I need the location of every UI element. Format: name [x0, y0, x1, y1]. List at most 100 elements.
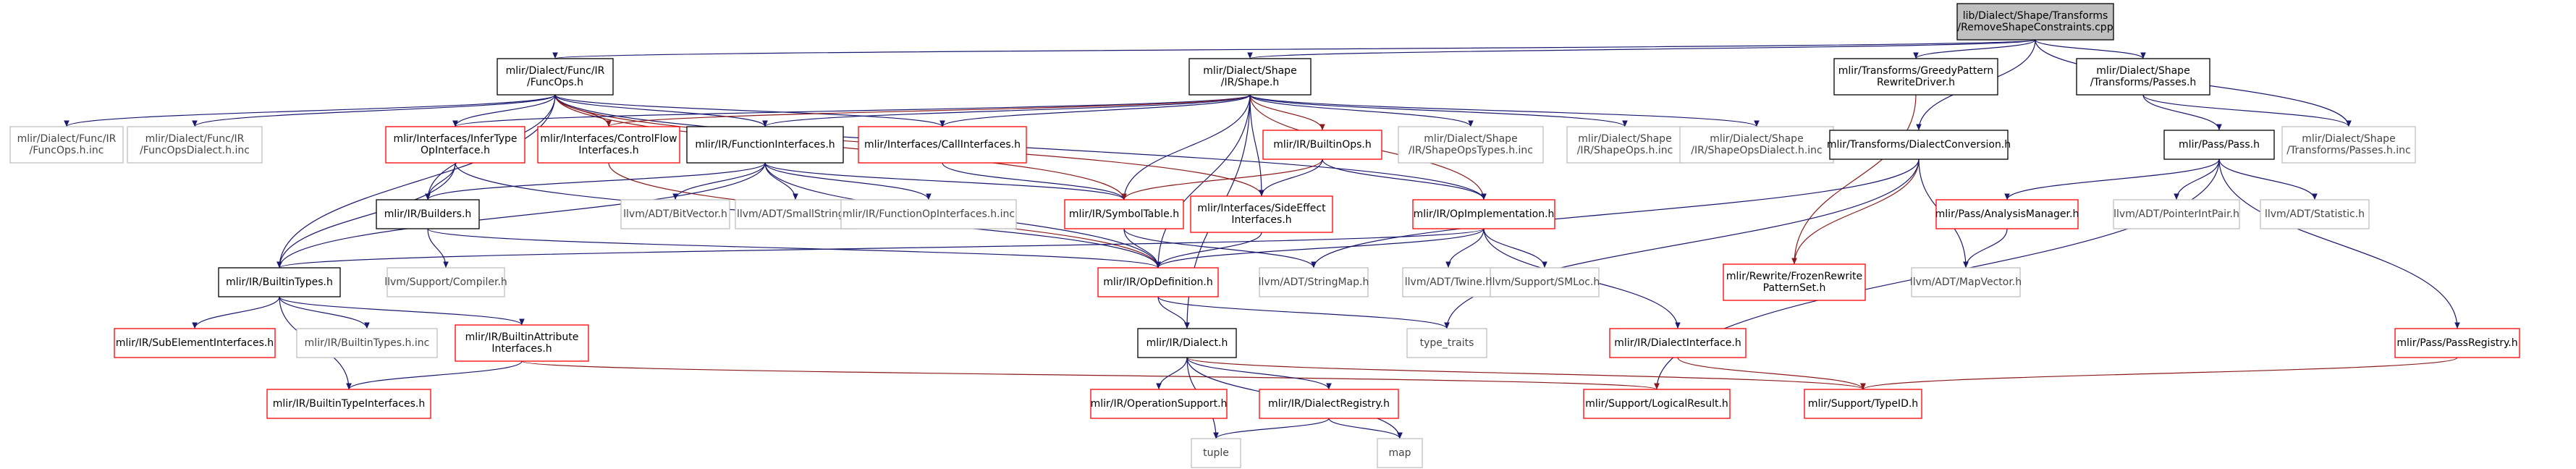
edge-builders-to-compiler	[427, 228, 449, 269]
node-pointerintpair[interactable]: llvm/ADT/PointerIntPair.h	[2113, 199, 2240, 229]
node-funcopinterfaces[interactable]: mlir/IR/FunctionOpInterfaces.h.inc	[840, 199, 1017, 229]
node-label: mlir/Interfaces/InferType	[393, 133, 517, 145]
node-stringmap[interactable]: llvm/ADT/StringMap.h	[1259, 267, 1369, 297]
edge-builtintypes-to-builtintypesinc	[279, 296, 370, 329]
edge-shapeh-to-shapeopstypes	[1249, 94, 1474, 127]
node-label: type_traits	[1420, 337, 1474, 349]
node-shapeopsdialect[interactable]: mlir/Dialect/Shape/IR/ShapeOpsDialect.h.…	[1679, 126, 1834, 164]
node-box	[1097, 267, 1219, 297]
node-label: mlir/IR/BuiltinOps.h	[1273, 139, 1372, 151]
node-builtintypesinc[interactable]: mlir/IR/BuiltinTypes.h.inc	[296, 328, 438, 358]
node-funcopsdialect[interactable]: mlir/Dialect/Func/IR/FuncOpsDialect.h.in…	[127, 126, 263, 164]
edge-passes-to-passesinc	[2142, 94, 2352, 127]
node-smloc[interactable]: llvm/Support/SMLoc.h	[1490, 267, 1600, 297]
edge-funcinterfaces-to-bitvector	[672, 162, 766, 200]
node-passh[interactable]: mlir/Pass/Pass.h	[2163, 130, 2275, 160]
node-label: PatternSet.h	[1763, 282, 1826, 294]
node-dialectregistry[interactable]: mlir/IR/DialectRegistry.h	[1259, 389, 1399, 419]
node-box	[1679, 126, 1834, 164]
node-tuple[interactable]: tuple	[1191, 438, 1241, 468]
node-symboltable[interactable]: mlir/IR/SymbolTable.h	[1064, 199, 1184, 229]
edge-dialecth-to-typeid	[1186, 357, 1866, 390]
node-shapeopstypes[interactable]: mlir/Dialect/Shape/IR/ShapeOpsTypes.h.in…	[1398, 126, 1544, 164]
edge-passh-to-statistic	[2218, 159, 2318, 200]
node-builders[interactable]: mlir/IR/Builders.h	[376, 199, 480, 229]
node-label: mlir/IR/BuiltinTypes.h.inc	[305, 337, 430, 349]
node-box	[385, 126, 525, 164]
node-label: /RemoveShapeConstraints.cpp	[1957, 22, 2113, 33]
nodes: lib/Dialect/Shape/Transforms/RemoveShape…	[9, 3, 2520, 468]
node-box	[1191, 438, 1241, 468]
node-dialectconv[interactable]: mlir/Transforms/DialectConversion.h	[1827, 130, 2011, 160]
node-shapeopsinc[interactable]: mlir/Dialect/Shape/IR/ShapeOps.h.inc	[1566, 126, 1684, 164]
edge-shapeh-to-infertype	[452, 94, 1251, 127]
node-passregistry[interactable]: mlir/Pass/PassRegistry.h	[2394, 328, 2520, 358]
node-label: lib/Dialect/Shape/Transforms	[1963, 10, 2108, 22]
edge-shapeh-to-controlflow	[606, 94, 1251, 127]
node-typeid[interactable]: mlir/Support/TypeID.h	[1804, 389, 1922, 419]
node-box	[1583, 389, 1731, 419]
node-logicalresult[interactable]: mlir/Support/LogicalResult.h	[1583, 389, 1731, 419]
node-label: mlir/IR/FunctionInterfaces.h	[695, 139, 835, 151]
node-label: llvm/ADT/PointerIntPair.h	[2113, 208, 2239, 220]
node-box	[2113, 199, 2240, 229]
node-shapeh[interactable]: mlir/Dialect/Shape/IR/Shape.h	[1188, 58, 1312, 96]
node-passesinc[interactable]: mlir/Dialect/Shape/Transforms/Passes.h.i…	[2281, 126, 2416, 164]
node-funcopsinc[interactable]: mlir/Dialect/Func/IR/FuncOps.h.inc	[9, 126, 124, 164]
edge-infertype-to-builders	[425, 162, 456, 200]
node-mapvector[interactable]: llvm/ADT/MapVector.h	[1910, 267, 2022, 297]
node-label: mlir/Dialect/Func/IR	[506, 65, 605, 77]
node-label: OpInterface.h	[421, 145, 490, 156]
node-box	[387, 267, 505, 297]
node-label: mlir/Interfaces/ControlFlow	[540, 133, 677, 145]
edge-funcops-to-funcopsinc	[64, 94, 556, 127]
node-dialecth[interactable]: mlir/IR/Dialect.h	[1137, 328, 1237, 358]
edge-passh-to-passregistry	[2218, 159, 2460, 329]
node-box	[1609, 328, 1747, 358]
edge-shapeh-to-shapeopsinc	[1249, 94, 1628, 127]
node-label: Interfaces.h	[1231, 214, 1291, 226]
node-label: mlir/IR/SymbolTable.h	[1069, 208, 1179, 220]
node-analysismgr[interactable]: mlir/Pass/AnalysisManager.h	[1935, 199, 2079, 229]
node-box	[1377, 438, 1423, 468]
node-funcinterfaces[interactable]: mlir/IR/FunctionInterfaces.h	[686, 126, 844, 164]
node-box	[1829, 130, 2009, 160]
node-box	[1137, 328, 1237, 358]
node-box	[735, 199, 856, 229]
node-bitvector[interactable]: llvm/ADT/BitVector.h	[620, 199, 730, 229]
node-subelement[interactable]: mlir/IR/SubElementInterfaces.h	[114, 328, 276, 358]
node-label: mlir/Dialect/Shape	[1424, 133, 1517, 145]
node-box	[114, 328, 276, 358]
node-twine[interactable]: llvm/ADT/Twine.h	[1402, 267, 1495, 297]
node-label: mlir/Interfaces/SideEffect	[1197, 203, 1326, 214]
node-compiler[interactable]: llvm/Support/Compiler.h	[384, 267, 507, 297]
node-box	[1259, 389, 1399, 419]
node-opimpl[interactable]: mlir/IR/OpImplementation.h	[1412, 199, 1555, 229]
edge-shapeh-to-sideeffect	[1249, 94, 1264, 197]
edge-shapeh-to-symboltable	[1121, 94, 1251, 200]
node-smallstring[interactable]: llvm/ADT/SmallString.h	[735, 199, 856, 229]
node-box	[537, 126, 680, 164]
node-root[interactable]: lib/Dialect/Shape/Transforms/RemoveShape…	[1956, 3, 2114, 41]
node-map[interactable]: map	[1377, 438, 1423, 468]
node-passes[interactable]: mlir/Dialect/Shape/Transforms/Passes.h	[2076, 58, 2210, 96]
node-dialectinterface[interactable]: mlir/IR/DialectInterface.h	[1609, 328, 1747, 358]
edge-shapeh-to-callinterfaces	[939, 94, 1251, 127]
edge-opdefinition-to-dialecth	[1157, 296, 1190, 329]
node-opsupport[interactable]: mlir/IR/OperationSupport.h	[1090, 389, 1228, 419]
node-statistic[interactable]: llvm/ADT/Statistic.h	[2260, 199, 2370, 229]
node-builtinops[interactable]: mlir/IR/BuiltinOps.h	[1262, 130, 1382, 160]
node-builtintypeinterfaces[interactable]: mlir/IR/BuiltinTypeInterfaces.h	[266, 389, 431, 419]
node-callinterfaces[interactable]: mlir/Interfaces/CallInterfaces.h	[858, 126, 1027, 164]
node-funcops[interactable]: mlir/Dialect/Func/IR/FuncOps.h	[497, 58, 614, 96]
node-opdefinition[interactable]: mlir/IR/OpDefinition.h	[1097, 267, 1219, 297]
node-typetraits[interactable]: type_traits	[1406, 328, 1487, 358]
node-label: map	[1388, 447, 1411, 459]
node-builtintypes[interactable]: mlir/IR/BuiltinTypes.h	[218, 267, 341, 297]
node-greedy[interactable]: mlir/Transforms/GreedyPatternRewriteDriv…	[1833, 58, 1998, 96]
